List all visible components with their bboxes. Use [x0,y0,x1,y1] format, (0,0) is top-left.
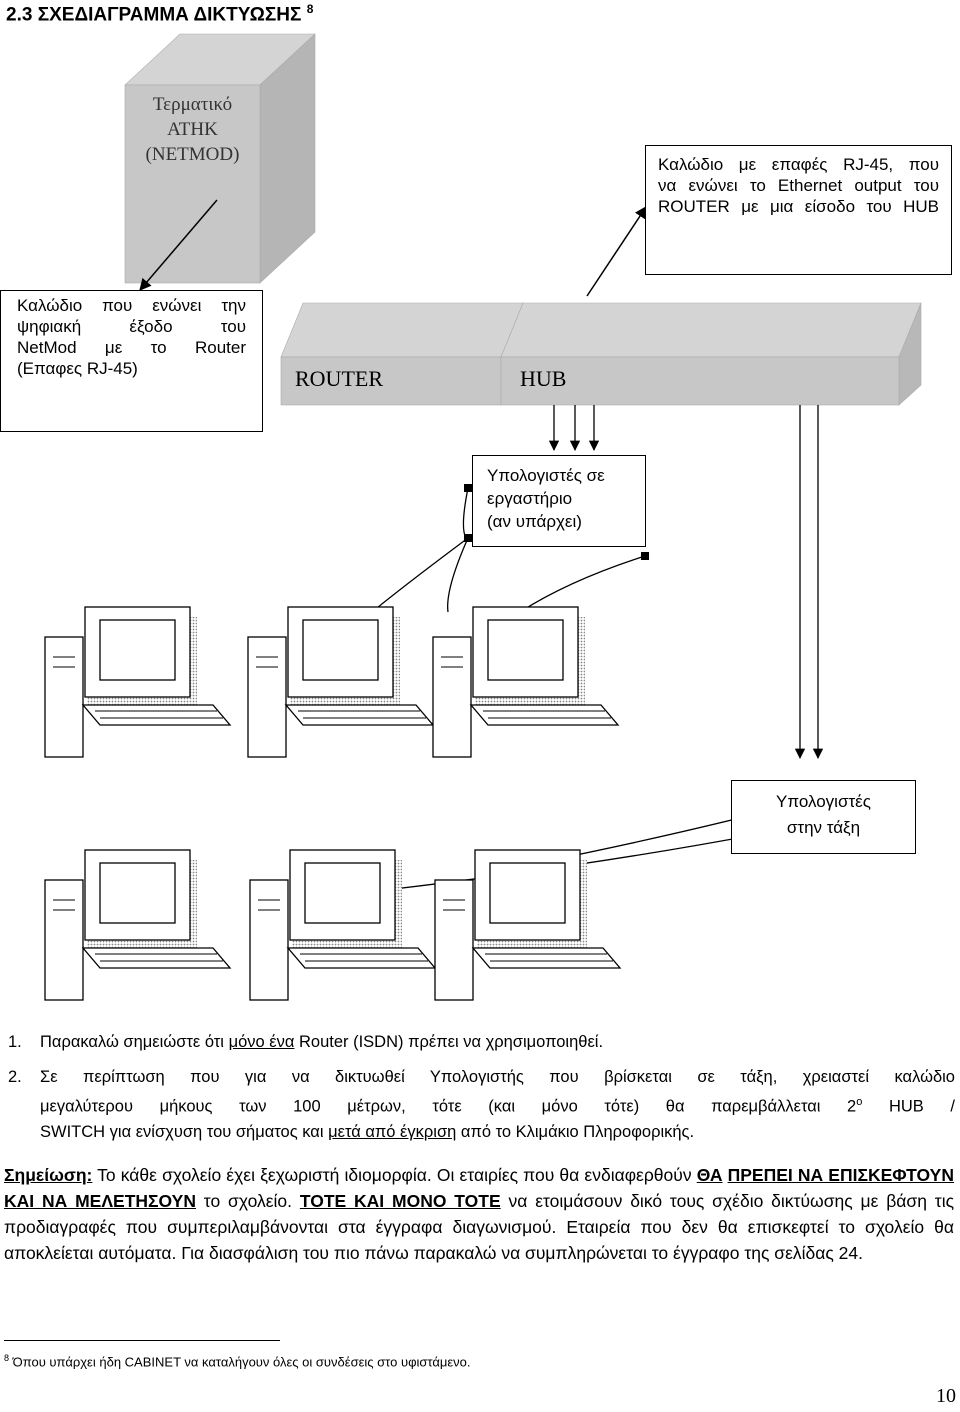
footnote-separator [4,1340,280,1341]
computer-class-2 [249,849,437,1001]
page-number: 10 [936,1385,956,1407]
remark-paragraph: Σημείωση: Το κάθε σχολείο έχει ξεχωριστή… [4,1165,955,1263]
network-diagram [44,33,922,1001]
computer-lab-1 [44,606,232,758]
footnote: 8 Όπου υπάρχει ήδη CABINET να καταλήγουν… [4,1353,471,1370]
computer-class-1 [44,849,232,1001]
ethernet-cable-arrow [586,205,647,297]
netmod-cable-callout: Καλώδιο που ενώνει την ψηφιακή έξοδο του… [0,290,263,432]
remark-label: Σημείωση: [4,1165,93,1185]
footnote-mark: 8 [306,2,314,16]
router-hub-slab [280,302,922,406]
lab-computers-callout: Υπολογιστές σε εργαστήριο (αν υπάρχει) [472,455,646,547]
computer-class-3 [434,849,622,1001]
netmod-terminal-label: Τερματικό ΑΤΗΚ (NETMOD) [145,94,240,165]
lab-cables [371,487,646,613]
netmod-cable-arrow [139,199,218,291]
router-label: ROUTER [295,366,383,391]
computer-lab-2 [247,606,435,758]
section-heading: 2.3 ΣΧΕΔΙΑΓΡΑΜΜΑ ΔΙΚΤΥΩΣΗΣ 8 [6,2,314,26]
netmod-terminal-box [124,33,316,284]
class-computers-callout: Υπολογιστές στην τάξη [731,780,916,854]
note-1: 1. Παρακαλώ σημειώστε ότι μόνο ένα Route… [8,1033,604,1051]
hub-port-arrows [548,405,824,760]
note-2: 2. Σε περίπτωση που για να δικτυωθεί Υπο… [8,1068,955,1141]
ethernet-cable-callout: Καλώδιο με επαφές RJ-45, που να ενώνει τ… [645,145,952,275]
hub-label: HUB [520,366,567,391]
computer-lab-3 [432,606,620,758]
